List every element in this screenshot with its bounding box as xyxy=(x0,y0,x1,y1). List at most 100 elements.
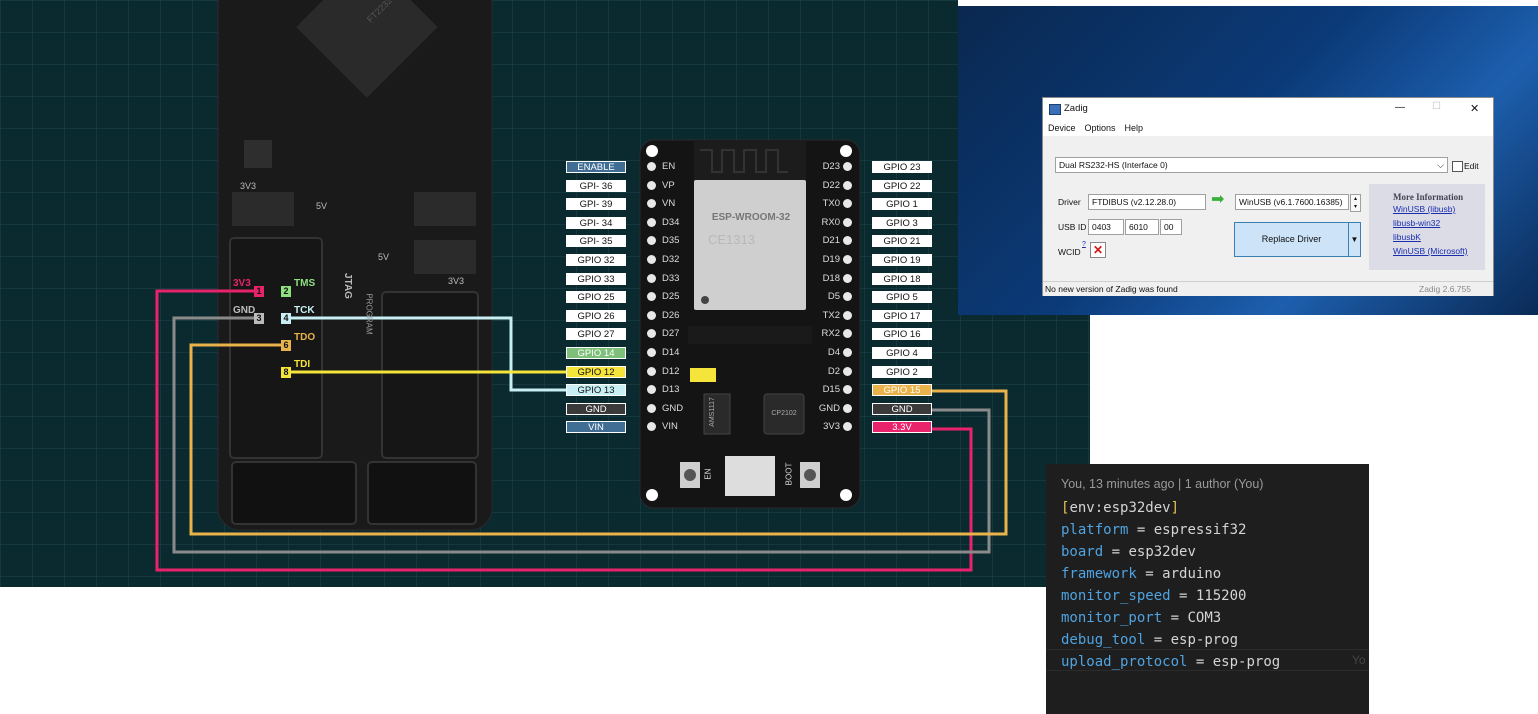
equals-sign: = xyxy=(1179,588,1188,604)
pin-label-gpi-36: GPI- 36 xyxy=(566,180,626,192)
pin-name: D33 xyxy=(662,273,680,284)
en-button-cap xyxy=(684,469,696,481)
config-key: monitor_port xyxy=(1061,610,1163,626)
mount-hole xyxy=(840,145,852,157)
replace-driver-button[interactable]: Replace Driver xyxy=(1234,222,1349,257)
program-board-label: PROGRAM xyxy=(364,293,374,335)
module-pin1-dot xyxy=(701,296,709,304)
git-blame-annotation[interactable]: You, 13 minutes ago | 1 author (You) xyxy=(1061,477,1264,491)
equals-sign: = xyxy=(1136,522,1146,538)
wire-tck xyxy=(290,316,566,392)
config-key: framework xyxy=(1061,566,1137,582)
pin-label-gpio-1: GPIO 1 xyxy=(872,198,932,210)
config-value: esp-prog xyxy=(1170,632,1239,648)
pin-name: VIN xyxy=(662,421,678,432)
pin-name: D23 xyxy=(822,161,840,172)
config-key: board xyxy=(1061,544,1104,560)
pin-name: D22 xyxy=(822,180,840,191)
micro-usb-port xyxy=(725,456,775,496)
menu-help[interactable]: Help xyxy=(1124,123,1144,133)
equals-sign: = xyxy=(1153,632,1163,648)
mount-hole xyxy=(646,145,658,157)
jtag-pin-3: 3 xyxy=(254,313,264,324)
pin-name: D26 xyxy=(662,310,680,321)
config-value: espressif32 xyxy=(1153,522,1247,538)
menu-device[interactable]: Device xyxy=(1048,123,1076,133)
pin-label-gpio-32: GPIO 32 xyxy=(566,254,626,266)
edit-checkbox[interactable] xyxy=(1452,161,1463,172)
pin-hole xyxy=(647,367,656,376)
link-libusbk[interactable]: libusbK xyxy=(1393,232,1421,242)
config-value: esp-prog xyxy=(1212,654,1281,670)
pin-label-gpi-39: GPI- 39 xyxy=(566,198,626,210)
esp-module-shield xyxy=(694,180,806,310)
driver-target-field[interactable]: WinUSB (v6.1.7600.16385) xyxy=(1235,194,1349,210)
link-winusb-libusb[interactable]: WinUSB (libusb) xyxy=(1393,204,1456,214)
wires xyxy=(155,289,1008,572)
pin-name: GND xyxy=(662,403,684,414)
jtag-label-tck: TCK xyxy=(294,305,315,316)
prog-5v-right-label: 5V xyxy=(378,252,390,262)
pin-hole xyxy=(843,404,852,413)
code-line-upload-protocol: upload_protocol = esp-prog xyxy=(1061,651,1280,673)
smd-row xyxy=(688,326,812,344)
mount-hole xyxy=(646,489,658,501)
jtag-pin-2: 2 xyxy=(281,286,291,297)
pin-hole xyxy=(647,181,656,190)
prog-3v3-right-label: 3V3 xyxy=(448,276,465,286)
close-button[interactable]: ✕ xyxy=(1470,103,1480,115)
jtag-label-tdo: TDO xyxy=(294,332,316,343)
pin-hole xyxy=(647,236,656,245)
config-key: upload_protocol xyxy=(1061,654,1188,670)
link-libusb-win32[interactable]: libusb-win32 xyxy=(1393,218,1441,228)
antenna-trace xyxy=(700,149,788,173)
pin-label-gpio-3: GPIO 3 xyxy=(872,217,932,229)
pin-hole xyxy=(843,162,852,171)
arrow-right-icon: ➡ xyxy=(1211,191,1225,208)
minimize-button[interactable]: — xyxy=(1395,102,1405,113)
pin-label-gpio-2: GPIO 2 xyxy=(872,366,932,378)
pin-label-gpio-19: GPIO 19 xyxy=(872,254,932,266)
pin-name: D2 xyxy=(827,366,840,377)
pin-name: D18 xyxy=(822,273,840,284)
wcid-help-link[interactable]: ? xyxy=(1082,241,1086,248)
pin-name: TX2 xyxy=(822,310,840,321)
section-name: env:esp32dev xyxy=(1069,500,1171,516)
pin-label-gpi-35: GPI- 35 xyxy=(566,235,626,247)
zadig-title: Zadig xyxy=(1064,103,1088,114)
zadig-titlebar[interactable]: Zadig — ☐ ✕ xyxy=(1043,98,1493,120)
zadig-app-icon xyxy=(1049,104,1061,115)
pin-label-gpio-26: GPIO 26 xyxy=(566,310,626,322)
pin-label-gpio-5: GPIO 5 xyxy=(872,291,932,303)
jtag-label-3v3: 3V3 xyxy=(233,278,251,289)
pin-hole xyxy=(647,162,656,171)
boot-button-cap xyxy=(804,469,816,481)
jtag-pin-8: 8 xyxy=(281,367,291,378)
pin-hole xyxy=(843,292,852,301)
code-line-board: board = esp32dev xyxy=(1061,541,1196,563)
code-line-framework: framework = arduino xyxy=(1061,563,1221,585)
menu-options[interactable]: Options xyxy=(1084,123,1116,133)
usb-id-pid-value: 6010 xyxy=(1129,222,1148,232)
code-line-section: [env:esp32dev] xyxy=(1061,497,1179,519)
jtag-label-gnd: GND xyxy=(233,305,256,316)
config-key: platform xyxy=(1061,522,1129,538)
driver-spinner[interactable]: ▴▾ xyxy=(1350,194,1361,212)
wire-3v3 xyxy=(155,289,973,572)
module-logo: CE1313 xyxy=(708,232,755,247)
device-select[interactable]: Dual RS232-HS (Interface 0) ⌵ xyxy=(1055,157,1448,173)
driver-target-value: WinUSB (v6.1.7600.16385) xyxy=(1239,197,1343,207)
pin-name: D15 xyxy=(822,384,840,395)
maximize-button[interactable]: ☐ xyxy=(1432,101,1441,112)
code-line-monitor-speed: monitor_speed = 115200 xyxy=(1061,585,1246,607)
pin-name: D21 xyxy=(822,235,840,246)
jtag-pin-1: 1 xyxy=(254,286,264,297)
code-editor[interactable]: You, 13 minutes ago | 1 author (You) [en… xyxy=(1046,464,1369,714)
pin-name: D13 xyxy=(662,384,680,395)
pin-name: EN xyxy=(662,161,676,172)
jtag-pin-4: 4 xyxy=(281,313,291,324)
replace-driver-dropdown[interactable]: ▼ xyxy=(1349,222,1361,257)
link-winusb-microsoft[interactable]: WinUSB (Microsoft) xyxy=(1393,246,1468,256)
usb-chip-label: CP2102 xyxy=(771,410,797,417)
caret-down-icon: ▼ xyxy=(1350,235,1359,244)
